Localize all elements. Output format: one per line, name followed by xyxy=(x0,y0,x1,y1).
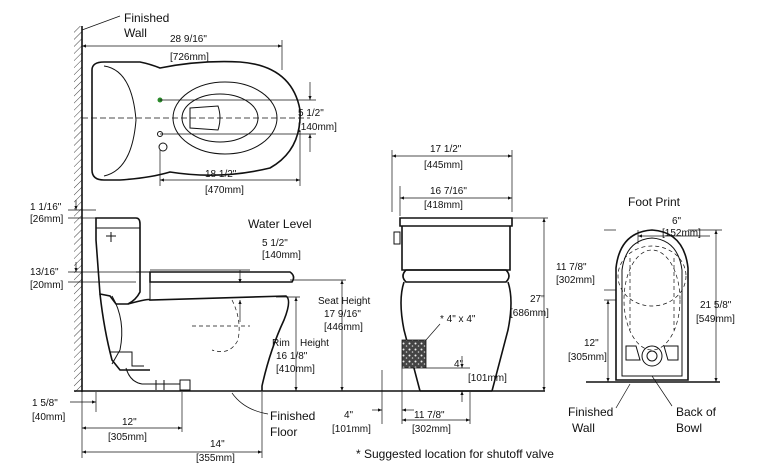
water-level-dimension xyxy=(150,269,250,322)
front-27-dimension xyxy=(512,217,548,391)
top-55-mm: [140mm] xyxy=(298,122,337,133)
fp-2158-inch: 21 5/8" xyxy=(700,300,732,311)
finished-floor-label-1: Finished xyxy=(270,409,315,423)
fp-back-of-bowl-2: Bowl xyxy=(676,421,702,435)
fp-finished-wall-1: Finished xyxy=(568,405,613,419)
front-175-mm: [445mm] xyxy=(424,160,463,171)
rim-height-inch: 16 1/8" xyxy=(276,351,308,362)
front-16716-mm: [418mm] xyxy=(424,200,463,211)
shutoff-valve-box xyxy=(401,339,427,369)
front-4a-mm: [101mm] xyxy=(332,424,371,435)
front-1178-mm: [302mm] xyxy=(412,424,451,435)
front-1178-dimension xyxy=(402,392,471,424)
front-27-inch: 27" xyxy=(530,294,545,305)
left-1116-dimension xyxy=(68,200,96,219)
bottom-14-mm: [355mm] xyxy=(196,453,235,464)
front-16716-dimension xyxy=(399,186,512,216)
rim-height-mm: [410mm] xyxy=(276,364,315,375)
finished-wall xyxy=(74,26,83,392)
rim-label-1: Rim xyxy=(272,338,290,349)
left-1316-dimension xyxy=(68,262,136,283)
fp-12-dimension xyxy=(604,299,616,382)
seat-height-inch: 17 9/16" xyxy=(324,309,361,320)
shutoff-leader xyxy=(425,323,441,341)
front-view-outline xyxy=(393,217,513,392)
front-4a-inch: 4" xyxy=(344,410,354,421)
fp-finished-wall-2: Wall xyxy=(572,421,595,435)
water-level-inch: 5 1/2" xyxy=(262,238,288,249)
finished-wall-leader xyxy=(81,15,121,31)
left-1116-inch: 1 1/16" xyxy=(30,202,62,213)
front-27-mm: [686mm] xyxy=(510,308,549,319)
bottom-12-dimension xyxy=(81,392,183,458)
front-4b-inch: 4" xyxy=(454,359,464,370)
finished-floor-leader xyxy=(231,392,269,415)
fp-back-of-bowl-1: Back of xyxy=(676,405,717,419)
front-175-inch: 17 1/2" xyxy=(430,144,462,155)
left-1116-mm: [26mm] xyxy=(30,214,64,225)
fp-bowl-leader xyxy=(651,375,673,407)
front-4a-dimension xyxy=(372,368,414,424)
top-55-dimension xyxy=(160,82,316,152)
finished-wall-label-2: Wall xyxy=(124,26,147,40)
front-175-dimension xyxy=(391,150,513,212)
fp-6-dimension xyxy=(637,230,710,244)
footnote: * Suggested location for shutoff valve xyxy=(356,447,554,461)
left-158-inch: 1 5/8" xyxy=(32,398,58,409)
bottom-14-dimension xyxy=(82,392,263,458)
foot-print-title: Foot Print xyxy=(628,195,681,209)
fp-6-inch: 6" xyxy=(672,216,682,227)
top-width-inch: 28 9/16" xyxy=(170,34,207,45)
bottom-14-inch: 14" xyxy=(210,439,225,450)
front-4b-mm: [101mm] xyxy=(468,373,507,384)
left-158-mm: [40mm] xyxy=(32,412,66,423)
top-185-inch: 18 1/2" xyxy=(205,169,237,180)
left-1316-mm: [20mm] xyxy=(30,280,64,291)
fp-12-mm: [305mm] xyxy=(568,352,607,363)
top-185-dimension xyxy=(159,130,301,186)
front-4b-dimension xyxy=(426,356,470,402)
fp-2158-mm: [549mm] xyxy=(696,314,735,325)
rim-label-2: Height xyxy=(300,338,329,349)
top-185-mm: [470mm] xyxy=(205,185,244,196)
fp-1178-mm: [302mm] xyxy=(556,275,595,286)
footprint-outline xyxy=(586,229,720,383)
water-level-label: Water Level xyxy=(248,217,312,231)
left-1316-inch: 13/16" xyxy=(30,267,59,278)
rim-height-dimension xyxy=(276,296,300,391)
left-158-dimension xyxy=(70,392,97,412)
shutoff-size-label: * 4" x 4" xyxy=(440,314,476,325)
top-width-mm: [726mm] xyxy=(170,52,209,63)
front-16716-inch: 16 7/16" xyxy=(430,186,467,197)
bottom-12-inch: 12" xyxy=(122,417,137,428)
seat-height-label: Seat Height xyxy=(318,296,370,307)
bottom-12-mm: [305mm] xyxy=(108,432,147,443)
seat-height-dimension xyxy=(290,279,346,391)
fp-1178-inch: 11 7/8" xyxy=(556,262,587,273)
front-1178-inch: 11 7/8" xyxy=(414,410,445,421)
water-level-mm: [140mm] xyxy=(262,250,301,261)
finished-floor-label-2: Floor xyxy=(270,425,297,439)
seat-height-mm: [446mm] xyxy=(324,322,363,333)
fp-2158-dimension xyxy=(688,229,722,382)
top-view-outline xyxy=(82,60,310,181)
top-55-inch: 5 1/2" xyxy=(298,108,324,119)
top-width-dimension xyxy=(82,40,283,70)
fp-12-inch: 12" xyxy=(584,338,599,349)
fp-1178-dimension xyxy=(604,229,616,291)
fp-6-mm: [152mm] xyxy=(662,228,701,239)
finished-wall-label-1: Finished xyxy=(124,11,169,25)
fp-wall-leader xyxy=(615,383,631,409)
side-view-outline xyxy=(95,217,295,391)
